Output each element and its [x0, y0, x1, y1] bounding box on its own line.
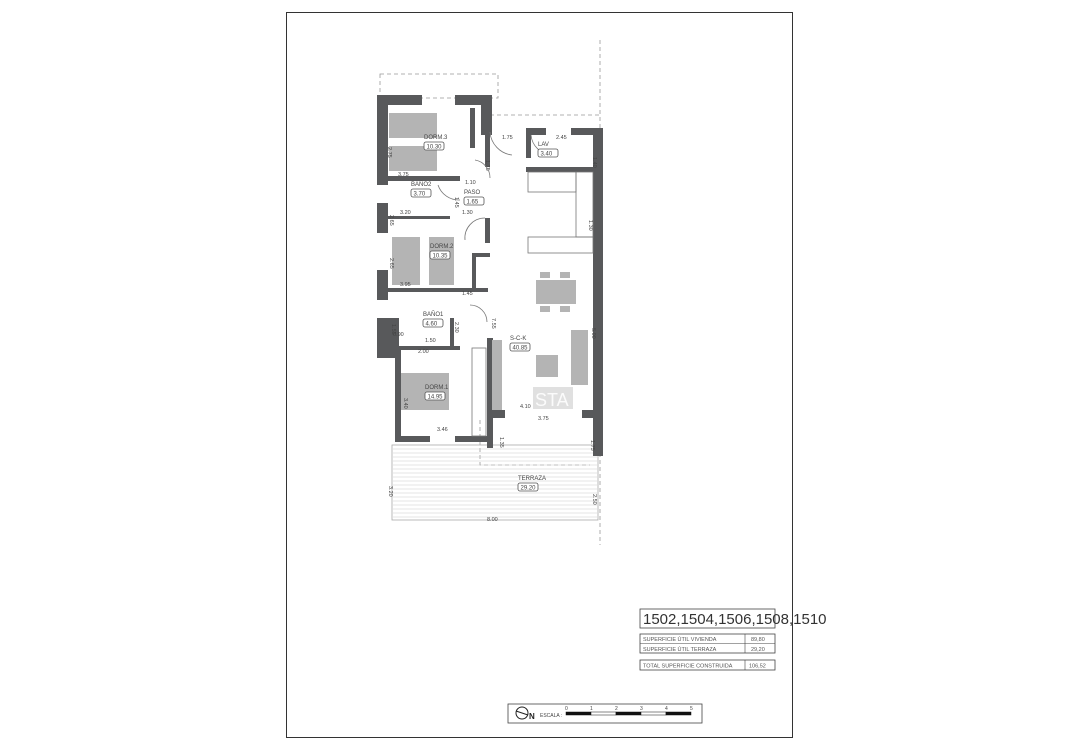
- dimension-label: 5.00: [590, 328, 596, 339]
- room-label: DORM.1 14.95: [424, 385, 449, 401]
- dimension-label: 3.20: [387, 486, 393, 497]
- scale-segment: [590, 711, 617, 716]
- dimension-label: 1.30: [462, 210, 473, 216]
- room-name: BAÑO2: [411, 181, 432, 188]
- dimension-label: 8.00: [487, 517, 498, 523]
- room-area: 10.35: [433, 254, 449, 260]
- dimension-label: 2.75: [386, 147, 392, 158]
- room-area: 40.85: [513, 346, 529, 352]
- dimension-label: 2.50: [591, 494, 597, 505]
- room-label: BAÑO1 4.60: [422, 311, 444, 328]
- scale-segment: [615, 711, 642, 716]
- dimension-label: 3.20: [400, 210, 411, 216]
- dimension-label: 1.45: [453, 197, 459, 208]
- total-label: TOTAL SUPERFICIE CONSTRUIDA: [643, 664, 733, 670]
- dimension-label: 1.75: [484, 160, 490, 171]
- terrace-deck: [391, 444, 599, 521]
- dimension-label: 2.00: [418, 349, 429, 355]
- room-name: LAV: [538, 142, 549, 148]
- dimension-label: 4.10: [520, 404, 531, 410]
- room-area: 14.95: [428, 395, 444, 401]
- dimension-label: 2.65: [388, 215, 394, 226]
- dimension-label: 2.65: [388, 258, 394, 269]
- room-label: PASO 1.65: [463, 190, 485, 206]
- scale-tick: 3: [640, 706, 643, 712]
- room-name: S-C-K: [510, 336, 526, 342]
- scale-tick: 1: [590, 706, 593, 712]
- scale-segment: [640, 711, 667, 716]
- room-area: 29.20: [521, 486, 537, 492]
- room-area: 3.40: [541, 152, 553, 158]
- dimension-label: 3.40: [402, 398, 408, 409]
- room-label: LAV 3.40: [537, 142, 559, 158]
- room-area: 4.60: [426, 322, 438, 328]
- total-value: 106,52: [749, 664, 766, 670]
- scale-tick: 2: [615, 706, 618, 712]
- dimension-label: 2.45: [556, 135, 567, 141]
- dimension-label: 1.75: [502, 135, 513, 141]
- room-area: 1.65: [467, 200, 479, 206]
- dimension-label: 1.75: [589, 440, 595, 451]
- room-label: S-C-K 40.85: [509, 336, 531, 352]
- watermark: STA: [535, 390, 569, 410]
- dimension-label: 3.46: [437, 427, 448, 433]
- room-name: TERRAZA: [518, 476, 546, 482]
- room-area: 3.70: [414, 192, 426, 198]
- sheet-frame: [286, 12, 793, 738]
- room-label: DORM.3 10.30: [423, 135, 448, 151]
- surface-table: 1502,1504,1506,1508,1510 SUPERFICIE ÚTIL…: [639, 608, 827, 671]
- scale-tick: 0: [565, 706, 568, 712]
- scale-tick: 4: [665, 706, 668, 712]
- dimension-labels: 2.753.751.751.752.451.401.101.451.302.65…: [386, 135, 597, 523]
- unit-codes: 1502,1504,1506,1508,1510: [643, 611, 827, 628]
- row-label: SUPERFICIE ÚTIL VIVIENDA: [643, 636, 717, 643]
- dimension-label: 3.75: [538, 416, 549, 422]
- dimension-label: 1.30: [587, 220, 593, 231]
- dimension-label: 1.45: [462, 291, 473, 297]
- dimension-label: 1.35: [498, 437, 504, 448]
- room-name: DORM.3: [424, 135, 448, 141]
- dimension-label: 3.75: [398, 172, 409, 178]
- room-label: TERRAZA 29.20: [517, 476, 546, 492]
- row-value: 29,20: [751, 647, 765, 653]
- room-area: 10.30: [427, 145, 443, 151]
- scale-label: ESCALA :: [540, 713, 562, 719]
- room-label: BAÑO2 3.70: [410, 181, 432, 198]
- scale-segment: [665, 711, 692, 716]
- scale-bar: N ESCALA : 0 1 2 3 4 5: [507, 703, 703, 724]
- room-name: BAÑO1: [423, 311, 444, 318]
- dimension-label: 1.55: [390, 324, 396, 335]
- dimension-label: 1.40: [591, 157, 597, 168]
- floor-plan: STA: [377, 40, 603, 545]
- room-label: DORM.2 10.35: [429, 244, 454, 260]
- scale-tick: 5: [690, 706, 693, 712]
- row-label: SUPERFICIE ÚTIL TERRAZA: [643, 646, 717, 653]
- room-name: PASO: [464, 190, 481, 196]
- north-arrow-icon: [515, 706, 529, 720]
- dimension-label: 0.90: [393, 332, 404, 338]
- scale-segment: [565, 711, 592, 716]
- dimension-label: 1.10: [465, 180, 476, 186]
- row-value: 89,80: [751, 637, 765, 643]
- room-name: DORM.2: [430, 244, 454, 250]
- dimension-label: 2.30: [453, 322, 459, 333]
- dimension-label: 1.50: [425, 338, 436, 344]
- dimension-label: 7.55: [490, 318, 496, 329]
- room-name: DORM.1: [425, 385, 449, 391]
- north-label: N: [529, 712, 535, 721]
- dimension-label: 3.95: [400, 282, 411, 288]
